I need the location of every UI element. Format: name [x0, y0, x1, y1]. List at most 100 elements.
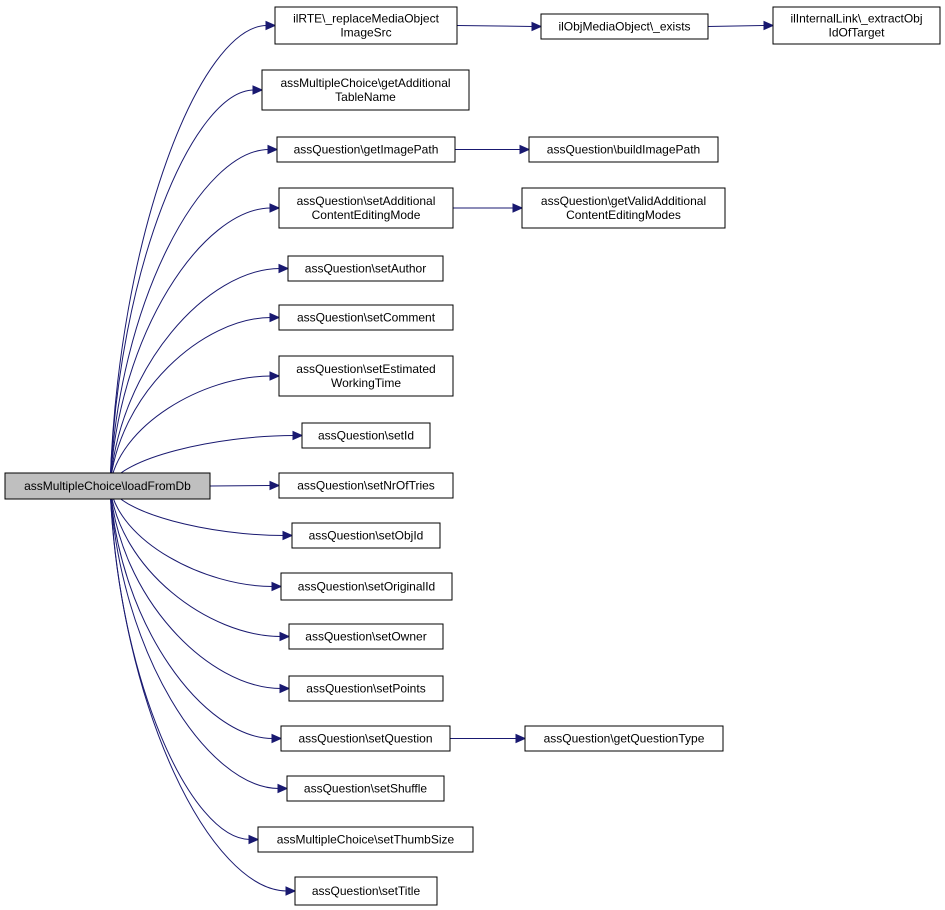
- edge-root-to-n_addtable: [109, 89, 255, 487]
- node-label-line: assQuestion\setQuestion: [298, 732, 432, 746]
- node-box: [278, 187, 454, 229]
- arrowhead-n_shuffle: [277, 783, 289, 794]
- arrowhead-n_author: [278, 263, 290, 274]
- node-box: [278, 472, 454, 499]
- arrowhead-n_getvalid: [512, 203, 524, 213]
- arrowhead-n_exists: [531, 21, 543, 32]
- node-objid[interactable]: assQuestion\setObjId: [291, 522, 441, 549]
- node-label-line: assMultipleChoice\setThumbSize: [277, 833, 455, 847]
- node-qtype[interactable]: assQuestion\getQuestionType: [524, 725, 724, 752]
- edge-root-to-n_author: [109, 268, 281, 487]
- node-label-line: assQuestion\setOwner: [305, 630, 426, 644]
- node-label-line: ImageSrc: [340, 26, 391, 40]
- node-label-line: IdOfTarget: [828, 26, 885, 40]
- arrowhead-n_owner: [279, 631, 291, 642]
- node-getimg[interactable]: assQuestion\getImagePath: [276, 136, 456, 163]
- node-label-line: ContentEditingMode: [312, 208, 421, 222]
- edge-root-to-n_points: [109, 485, 282, 689]
- node-box: [287, 255, 444, 282]
- node-box: [257, 826, 474, 853]
- node-label-line: assQuestion\setEstimated: [296, 362, 435, 376]
- node-label-line: assQuestion\getValidAdditional: [541, 194, 706, 208]
- edge-root-to-n_shuffle: [109, 485, 280, 789]
- arrowhead-n_origid: [271, 581, 283, 592]
- node-owner[interactable]: assQuestion\setOwner: [288, 623, 444, 650]
- node-box: [288, 623, 444, 650]
- node-label-line: ilInternalLink\_extractObj: [790, 12, 922, 26]
- node-label-line: assQuestion\setTitle: [312, 884, 421, 898]
- node-box: [278, 355, 454, 397]
- edge-root-to-n_owner: [109, 485, 282, 637]
- node-box: [274, 6, 458, 45]
- node-box: [524, 725, 724, 752]
- edge-root-to-n_tries: [209, 485, 272, 487]
- arrowhead-n_estimated: [269, 371, 281, 381]
- node-title[interactable]: assQuestion\setTitle: [294, 876, 438, 906]
- edge-root-to-n_estimated: [109, 375, 272, 487]
- arrowhead-n_question: [271, 733, 283, 744]
- node-setaddmode[interactable]: assQuestion\setAdditionalContentEditingM…: [278, 187, 454, 229]
- node-comment[interactable]: assQuestion\setComment: [278, 304, 454, 331]
- nodes-layer: assMultipleChoice\loadFromDb ilRTE\_repla…: [4, 6, 941, 906]
- edge-root-to-n_getimg: [109, 149, 270, 487]
- node-buildimg[interactable]: assQuestion\buildImagePath: [528, 136, 719, 163]
- arrowhead-n_buildimg: [519, 144, 531, 155]
- node-box: [280, 572, 453, 601]
- node-setid[interactable]: assQuestion\setId: [301, 422, 431, 449]
- node-label-line: assQuestion\setPoints: [306, 682, 425, 696]
- node-label-line: WorkingTime: [331, 376, 401, 390]
- node-box: [4, 472, 211, 500]
- node-box: [521, 187, 726, 229]
- node-exists[interactable]: ilObjMediaObject\_exists: [540, 13, 709, 40]
- edge-root-to-n_comment: [109, 317, 272, 487]
- arrowhead-n_title: [285, 886, 297, 896]
- edge-root-to-n_origid: [109, 485, 274, 587]
- edge-n_replace-to-n_exists: [456, 25, 534, 27]
- arrowhead-n_getimg: [267, 144, 279, 155]
- node-box: [276, 136, 456, 163]
- edge-root-to-n_question: [109, 485, 274, 739]
- edge-root-to-n_title: [109, 485, 288, 892]
- node-label-line: assQuestion\setObjId: [309, 529, 424, 543]
- node-question[interactable]: assQuestion\setQuestion: [280, 725, 451, 752]
- node-label-line: assQuestion\setId: [318, 429, 414, 443]
- arrowhead-n_tries: [269, 480, 281, 491]
- arrowhead-n_comment: [269, 312, 281, 323]
- arrowhead-n_addtable: [252, 85, 264, 95]
- node-label-line: assMultipleChoice\loadFromDb: [24, 479, 191, 493]
- node-label-line: assQuestion\setAuthor: [305, 262, 426, 276]
- node-box: [772, 6, 941, 45]
- node-points[interactable]: assQuestion\setPoints: [288, 675, 444, 702]
- node-author[interactable]: assQuestion\setAuthor: [287, 255, 444, 282]
- node-label-line: assQuestion\setAdditional: [297, 194, 436, 208]
- node-tries[interactable]: assQuestion\setNrOfTries: [278, 472, 454, 499]
- node-box: [291, 522, 441, 549]
- node-label-line: assQuestion\setComment: [297, 311, 436, 325]
- node-label-line: TableName: [335, 90, 396, 104]
- node-label-line: assQuestion\setOriginalId: [298, 580, 435, 594]
- node-thumb[interactable]: assMultipleChoice\setThumbSize: [257, 826, 474, 853]
- edge-root-to-n_setaddmode: [109, 207, 272, 487]
- edge-n_exists-to-n_extract: [707, 25, 766, 27]
- edges-layer: [109, 20, 775, 896]
- node-getvalid[interactable]: assQuestion\getValidAdditionalContentEdi…: [521, 187, 726, 229]
- node-label-line: assQuestion\setNrOfTries: [297, 479, 435, 493]
- node-box: [301, 422, 431, 449]
- edge-root-to-n_replace: [109, 25, 268, 487]
- arrowhead-n_replace: [265, 20, 277, 31]
- node-label-line: assQuestion\getQuestionType: [544, 732, 705, 746]
- root-node[interactable]: assMultipleChoice\loadFromDb: [4, 472, 211, 500]
- arrowhead-n_setid: [292, 430, 304, 441]
- node-box: [294, 876, 438, 906]
- arrowhead-n_extract: [763, 20, 775, 31]
- node-shuffle[interactable]: assQuestion\setShuffle: [286, 775, 445, 802]
- node-box: [528, 136, 719, 163]
- node-label-line: ilRTE\_replaceMediaObject: [293, 12, 440, 26]
- arrowhead-n_thumb: [248, 834, 260, 845]
- node-origid[interactable]: assQuestion\setOriginalId: [280, 572, 453, 601]
